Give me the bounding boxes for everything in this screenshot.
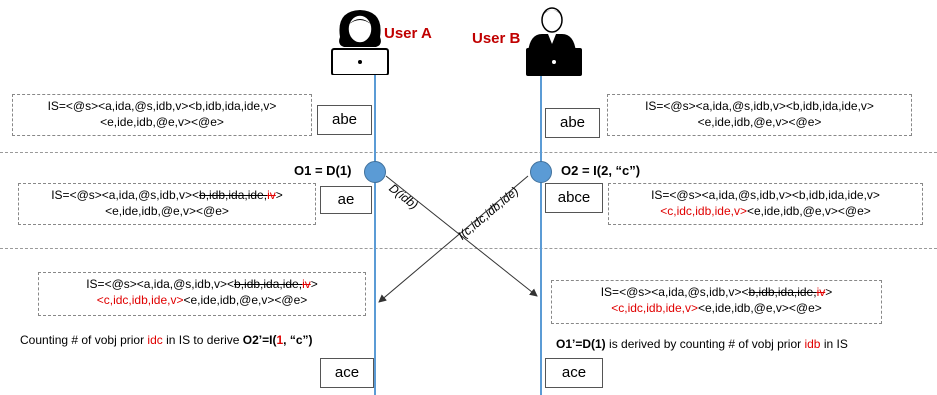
user-b-icon bbox=[526, 7, 582, 76]
is-box-b-after-insert: IS=<@s><a,ida,@s,idb,v><b,idb,ida,ide,v>… bbox=[608, 183, 923, 225]
note-user-a: Counting # of vobj prior idc in IS to de… bbox=[20, 333, 313, 347]
user-a-icon bbox=[331, 10, 389, 75]
is-box-a-final: IS=<@s><a,ida,@s,idb,v><b,idb,ida,ide,iv… bbox=[38, 272, 366, 316]
doc-state-a-final: ace bbox=[320, 358, 374, 388]
message-arrow-b-to-a bbox=[378, 175, 529, 303]
user-b-operation: O2 = I(2, “c”) bbox=[561, 163, 641, 178]
section-divider bbox=[0, 152, 937, 153]
is-box-a-after-delete: IS=<@s><a,ida,@s,idb,v><b,idb,ida,ide,iv… bbox=[18, 183, 316, 225]
doc-state-b-final: ace bbox=[545, 358, 603, 388]
is-box-b-initial: IS=<@s><a,ida,@s,idb,v><b,idb,ida,ide,v>… bbox=[607, 94, 912, 136]
section-divider bbox=[0, 248, 937, 249]
op-point-b bbox=[530, 161, 552, 183]
user-b-timeline bbox=[540, 75, 542, 395]
note-user-b: O1’=D(1) is derived by counting # of vob… bbox=[556, 337, 848, 351]
message-arrow-a-to-b bbox=[385, 175, 538, 297]
user-a-timeline bbox=[374, 75, 376, 395]
is-box-a-initial: IS=<@s><a,ida,@s,idb,v><b,idb,ida,ide,v>… bbox=[12, 94, 312, 136]
is-box-b-final: IS=<@s><a,ida,@s,idb,v><b,idb,ida,ide,iv… bbox=[551, 280, 882, 324]
doc-state-a-after-delete: ae bbox=[320, 186, 372, 214]
user-a-label: User A bbox=[384, 25, 432, 42]
doc-state-a-initial: abe bbox=[317, 105, 372, 135]
doc-state-b-after-insert: abce bbox=[545, 183, 603, 213]
op-point-a bbox=[364, 161, 386, 183]
doc-state-b-initial: abe bbox=[545, 108, 600, 138]
user-b-label: User B bbox=[472, 30, 521, 47]
user-a-operation: O1 = D(1) bbox=[294, 163, 352, 178]
